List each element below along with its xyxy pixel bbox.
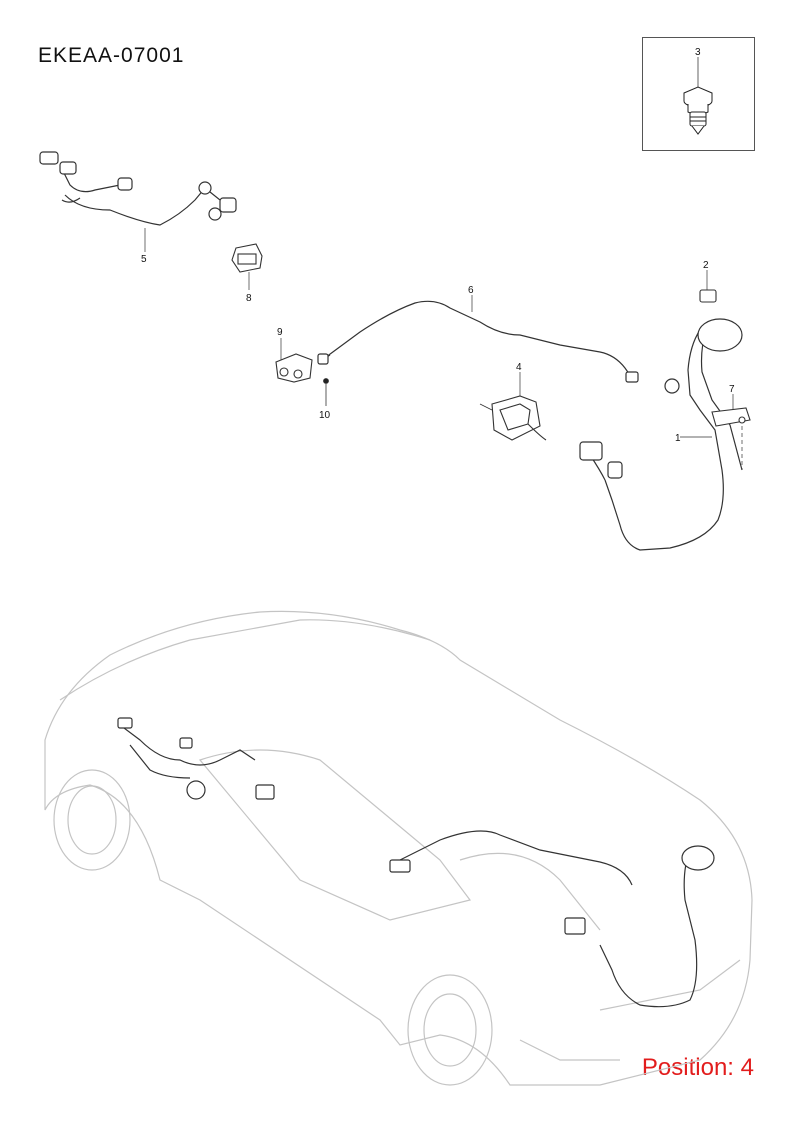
harness-5 [39,151,237,252]
callout-3: 3 [695,47,701,58]
callout-9: 9 [277,327,283,338]
part-7-bracket [711,394,751,470]
part-8 [231,243,263,290]
callout-7: 7 [729,384,735,395]
part-2-connector [699,270,717,303]
callout-8: 8 [246,293,252,304]
callout-5: 5 [141,254,147,265]
diagram-code: EKEAA-07001 [38,44,185,67]
callout-10: 10 [319,410,331,421]
position-label: Position: 4 [641,1054,754,1081]
car-outline [44,610,753,1086]
callout-1: 1 [675,433,681,444]
car-harness-overlay [117,717,715,1008]
callout-6: 6 [468,285,474,296]
harness-1 [579,318,743,551]
callout-2: 2 [703,260,709,271]
detail-inset-box [642,37,755,151]
bolt-part [683,57,713,135]
callout-4: 4 [516,362,522,373]
harness-6 [317,295,639,383]
part-9-bracket [275,338,313,383]
part-4-module [479,372,547,441]
part-10-screw [323,378,329,406]
